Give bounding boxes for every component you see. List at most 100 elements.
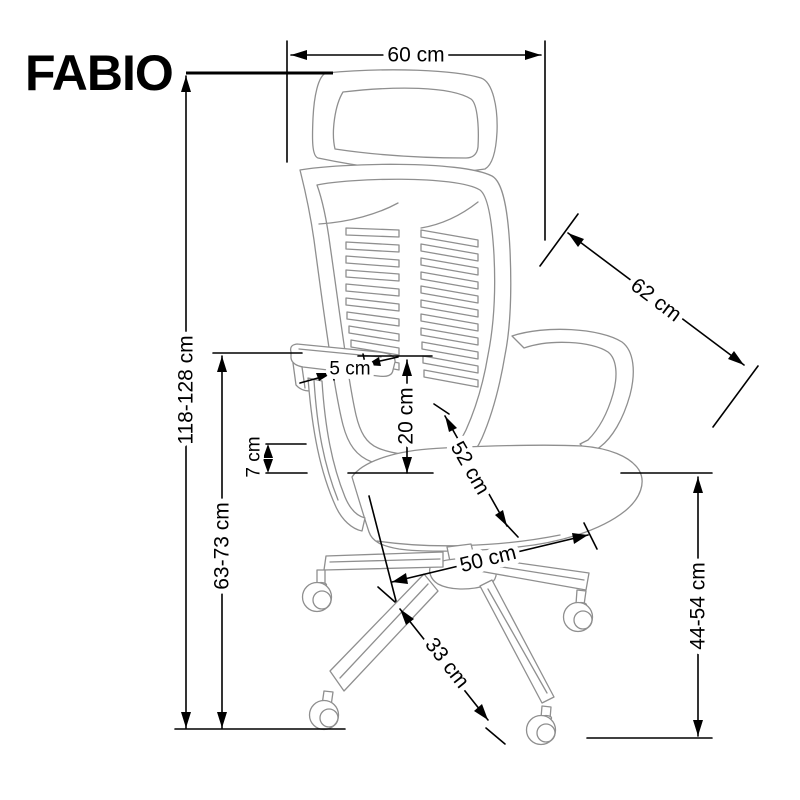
- armrest-right-outer: [511, 328, 634, 451]
- arrowhead-up: [217, 356, 227, 372]
- dimension-armrest-height-63-73: [212, 352, 303, 729]
- mesh-slat: [345, 255, 400, 268]
- caster-wheel: [525, 714, 557, 746]
- headrest-outer: [311, 69, 498, 173]
- arrowhead-right: [525, 50, 541, 60]
- tick-mark: [712, 365, 759, 428]
- dimension-pad-7: [263, 443, 308, 474]
- mesh-slat: [420, 229, 479, 248]
- armrest-support-line: [313, 379, 339, 501]
- armrest-pad: [289, 343, 396, 378]
- mesh-slat: [345, 227, 400, 238]
- arrowhead-up: [400, 609, 414, 625]
- arrowhead-left: [366, 357, 381, 366]
- arrowhead-down: [474, 704, 488, 720]
- chair-line-art: [174, 69, 713, 746]
- dimension-label: 62 cm: [626, 274, 686, 327]
- tick-mark: [485, 727, 506, 745]
- arrowhead-up: [181, 76, 191, 92]
- mesh-slat: [346, 311, 400, 327]
- caster-wheel-inner: [573, 610, 593, 630]
- arrowhead-left: [291, 50, 307, 60]
- caster-wheel: [301, 581, 333, 613]
- mesh-slat: [345, 283, 400, 297]
- dimension-label: 5 cm: [329, 359, 370, 380]
- leg-line: [470, 561, 585, 581]
- leg-outline: [329, 573, 439, 692]
- arrowhead-down: [217, 712, 227, 728]
- headrest-inner: [332, 87, 479, 159]
- product-title: FABIO: [25, 45, 173, 101]
- leader-line: [299, 377, 319, 384]
- seat-outline: [351, 444, 643, 552]
- dimension-base-leg-33: [377, 586, 506, 745]
- dimension-label: 7 cm: [244, 436, 265, 477]
- arrowhead-right: [572, 533, 588, 544]
- base-leg-lower-right: [479, 579, 557, 746]
- leg-line: [339, 583, 429, 679]
- tick-mark: [362, 353, 368, 373]
- backrest-inner: [316, 178, 496, 456]
- headrest: [311, 69, 498, 178]
- dimension-line: [391, 534, 589, 583]
- dimension-label: 44-54 cm: [687, 562, 710, 650]
- tick-mark: [583, 522, 598, 550]
- arrowhead-up: [263, 444, 273, 458]
- caster-wheel: [562, 601, 594, 633]
- arrowhead-down: [263, 459, 273, 473]
- tick-mark: [368, 495, 397, 602]
- arrowhead-down: [181, 712, 191, 728]
- dimension-seat-width-50: [368, 495, 598, 602]
- dimension-top-width-60: [286, 40, 546, 241]
- armrest-left: [289, 343, 396, 532]
- mesh-slat: [420, 271, 479, 290]
- dimension-label: 63-73 cm: [211, 502, 234, 590]
- arrowhead-left: [392, 573, 408, 584]
- mesh-slat: [345, 241, 400, 253]
- dimension-line: [567, 232, 745, 366]
- dimension-seat-depth-52: [433, 403, 519, 538]
- dimension-seat-height-44-54: [620, 472, 713, 737]
- mesh-slat: [420, 285, 479, 304]
- mesh-slat: [421, 341, 479, 360]
- dimension-line: [444, 415, 508, 527]
- mesh-slat: [345, 297, 400, 312]
- mesh-slat: [420, 313, 479, 332]
- arrowhead-up: [445, 416, 457, 432]
- mesh-slat: [422, 355, 479, 374]
- mesh-slat: [350, 339, 400, 356]
- leg-line: [487, 588, 548, 694]
- base-leg-left: [301, 551, 444, 613]
- dimension-total-height-118-128: [181, 71, 333, 729]
- mesh-slat: [420, 327, 479, 346]
- base-leg-lower-left: [308, 573, 439, 731]
- leader-line: [379, 356, 399, 362]
- arrowhead-down: [728, 351, 744, 365]
- dimension-label: 20 cm: [395, 387, 418, 444]
- seat: [351, 444, 643, 552]
- dimension-label: 118-128 cm: [175, 335, 198, 444]
- dimension-armrest-5: [299, 353, 399, 384]
- caster-wheel-inner: [312, 590, 332, 610]
- arrowhead-up: [402, 360, 412, 376]
- mesh-slat: [423, 369, 479, 388]
- arrowhead-up: [693, 477, 703, 493]
- arrowhead-up: [568, 233, 584, 247]
- base: [301, 543, 594, 746]
- mesh-slat: [420, 299, 479, 318]
- leg-outline: [467, 555, 590, 591]
- tick-mark: [433, 403, 450, 415]
- caster-wheel-inner: [319, 708, 339, 728]
- backrest: [299, 163, 512, 470]
- dimension-label: 33 cm: [420, 633, 473, 692]
- mesh-top-curve-right: [420, 201, 479, 229]
- tick-mark: [539, 213, 579, 267]
- mesh-slat: [420, 257, 479, 276]
- tick-mark: [329, 360, 335, 381]
- mesh-slat: [348, 325, 400, 342]
- base-leg-right: [467, 555, 594, 633]
- arrowhead-down: [495, 510, 507, 526]
- arrowhead-down: [402, 457, 412, 473]
